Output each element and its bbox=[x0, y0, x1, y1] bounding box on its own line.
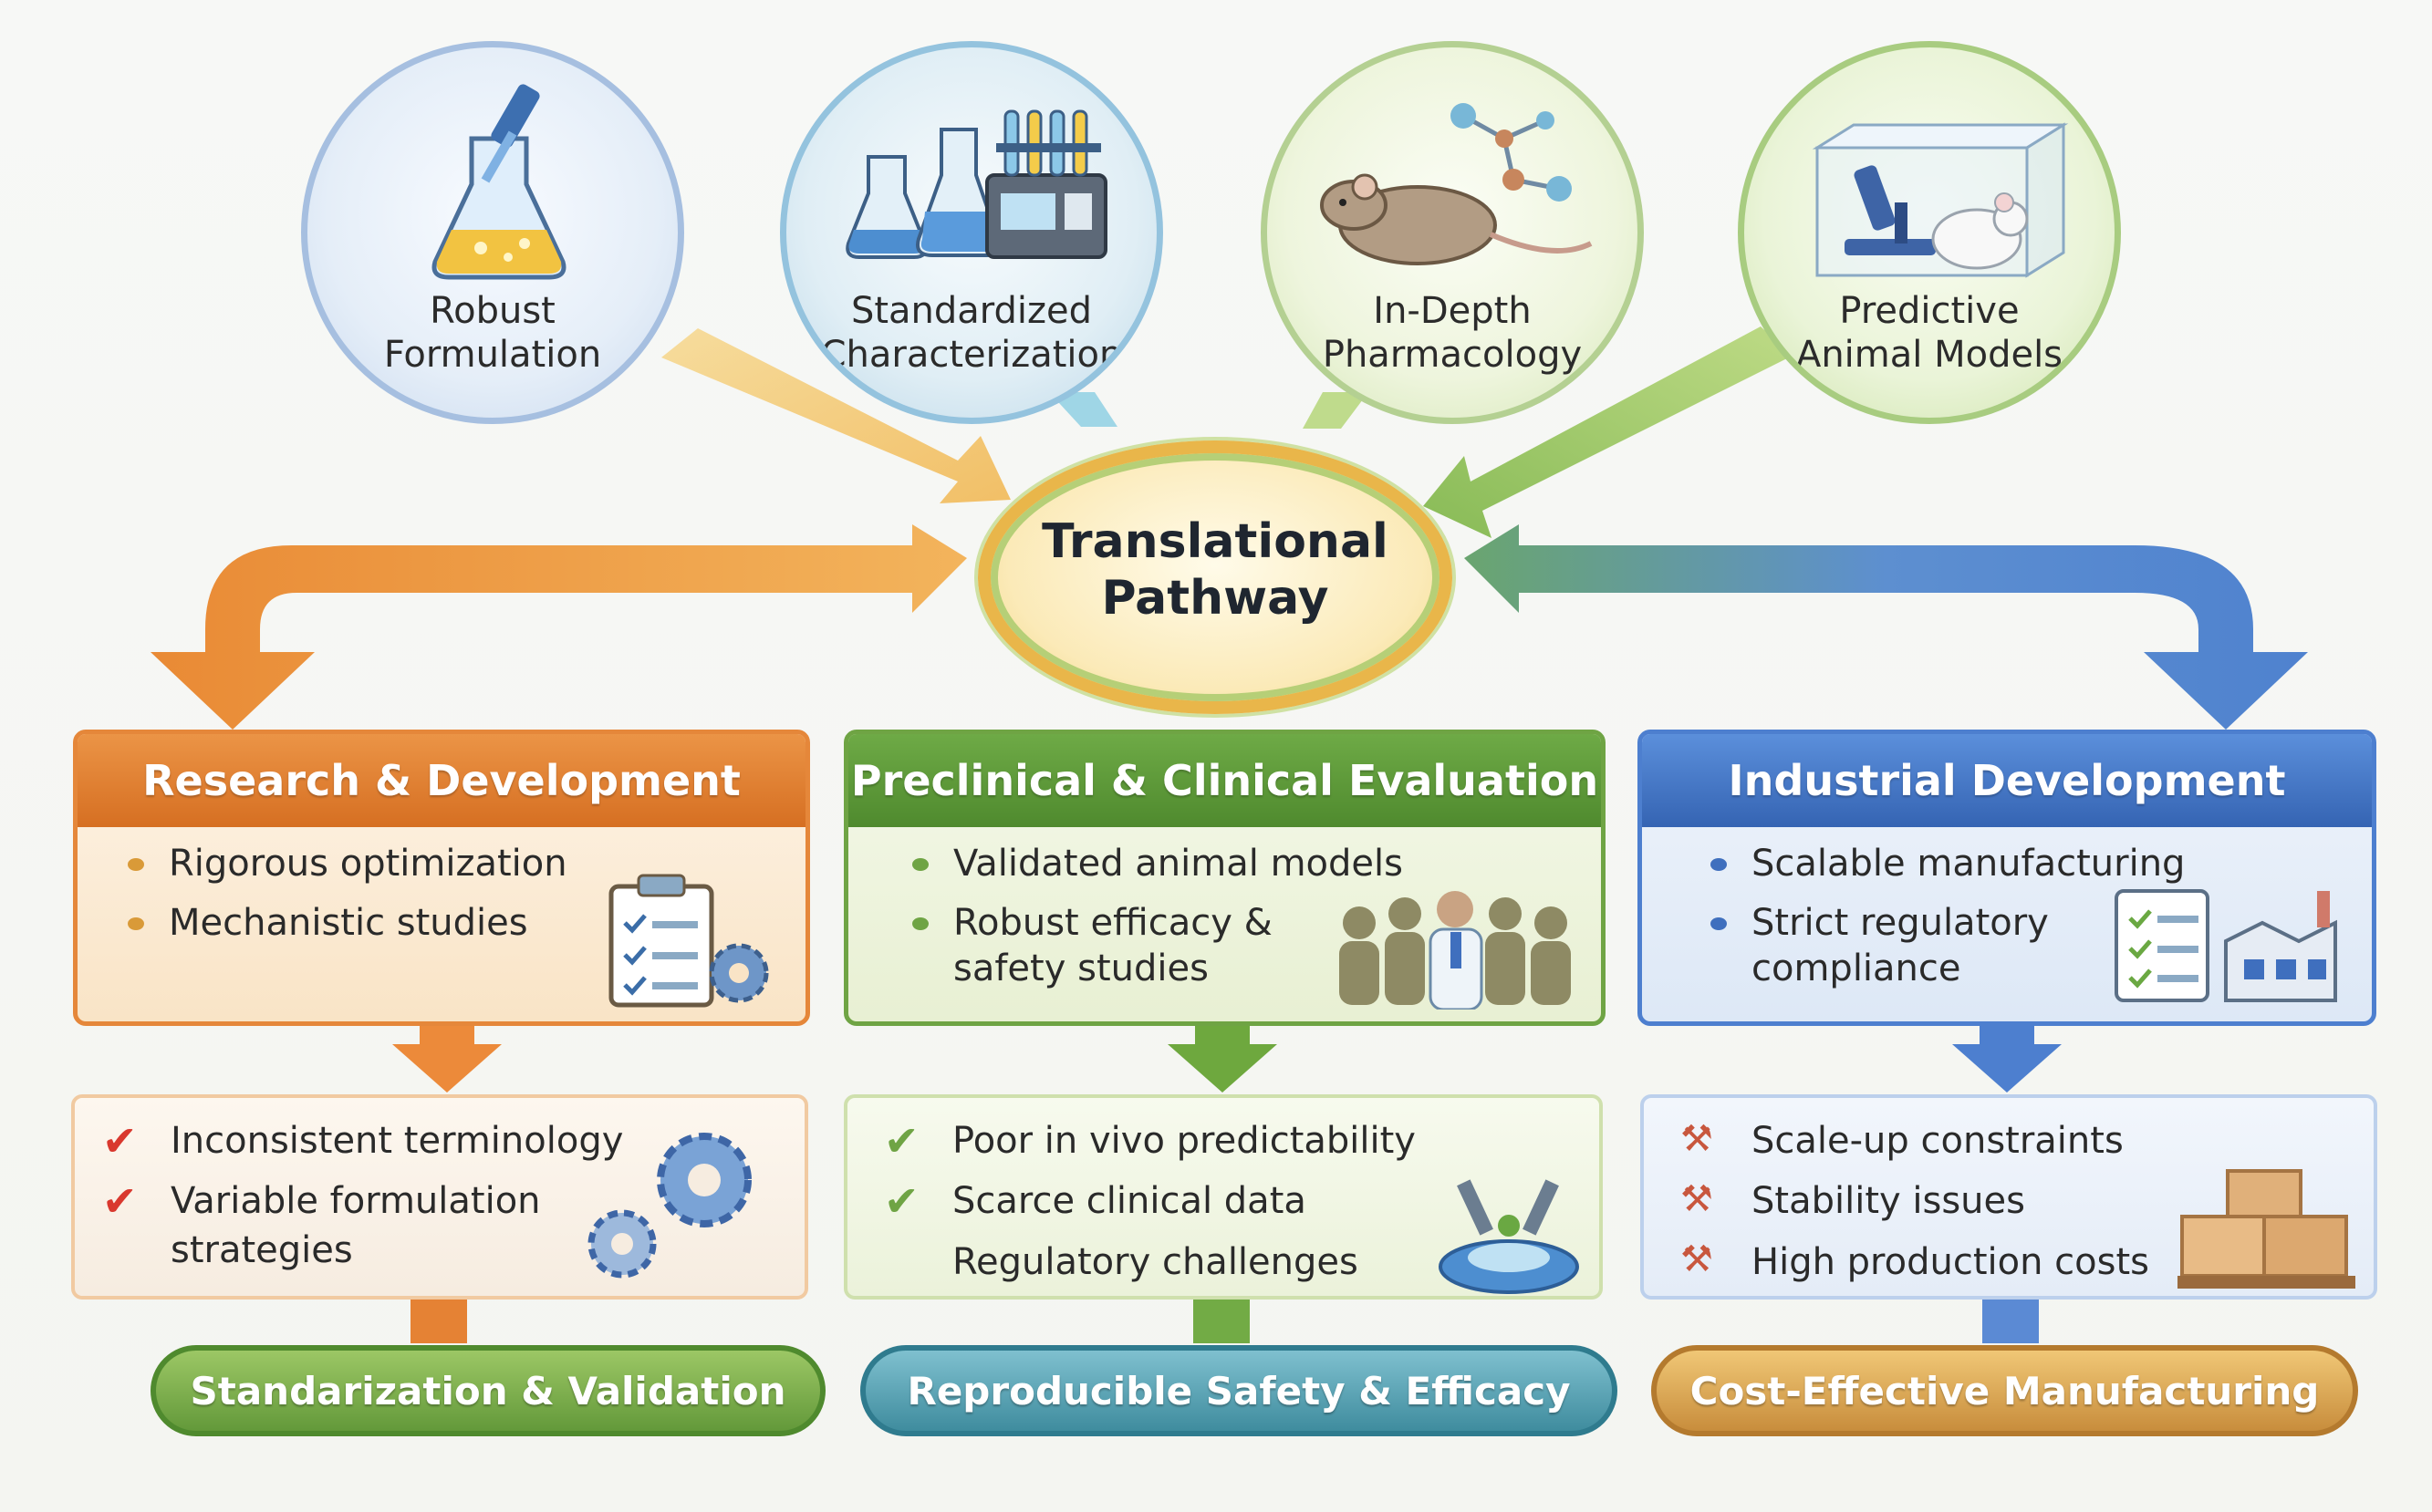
source-title-line2: Pharmacology bbox=[1322, 334, 1583, 376]
arrow-pharmacology bbox=[1303, 392, 1368, 429]
arrow-rnd-down bbox=[392, 1026, 502, 1093]
arrow-characterization bbox=[1049, 392, 1117, 427]
people-group-icon bbox=[1339, 891, 1571, 1010]
source-title-line1: In-Depth bbox=[1373, 290, 1532, 332]
challenges-preclinical-clinical: ✔ Poor in vivo predictability ✔ Scarce c… bbox=[844, 1094, 1603, 1300]
column-title: Preclinical & Clinical Evaluation bbox=[848, 734, 1601, 827]
source-title-line1: Robust bbox=[430, 290, 556, 332]
arrow-to-rnd bbox=[151, 524, 967, 730]
bullet-dot bbox=[912, 917, 929, 930]
warning-tool-icon: ⚒ bbox=[1680, 1178, 1713, 1220]
column-preclinical-clinical: Preclinical & Clinical Evaluation Valida… bbox=[844, 730, 1606, 1026]
check-icon: ✔ bbox=[884, 1116, 920, 1165]
lab-equipment-icon bbox=[846, 109, 1107, 259]
outcome-cost-effective-manufacturing: Cost-Effective Manufacturing bbox=[1651, 1345, 2358, 1436]
bullet-text: safety studies bbox=[953, 948, 1209, 989]
arrow-to-industrial bbox=[1464, 524, 2308, 730]
bullet-text: compliance bbox=[1751, 948, 1961, 989]
column-industrial-development: Industrial Development Scalable manufact… bbox=[1637, 730, 2376, 1026]
microscope-mouse-icon bbox=[1812, 122, 2069, 278]
connector-preclinical bbox=[1193, 1300, 1250, 1343]
check-icon: ✔ bbox=[884, 1176, 920, 1226]
rat-molecule-icon bbox=[1320, 103, 1593, 265]
source-title-line2: Animal Models bbox=[1795, 334, 2063, 376]
check-icon: ✔ bbox=[102, 1176, 138, 1226]
source-robust-formulation: Robust Formulation bbox=[301, 41, 684, 424]
bullet-dot bbox=[1710, 917, 1727, 930]
source-title-line1: Predictive bbox=[1839, 290, 2020, 332]
column-title: Research & Development bbox=[78, 734, 805, 827]
source-title-line2: Formulation bbox=[383, 334, 602, 376]
challenge-text: Variable formulation bbox=[171, 1180, 541, 1222]
column-research-development: Research & Development Rigorous optimiza… bbox=[73, 730, 810, 1026]
source-predictive-animal-models: Predictive Animal Models bbox=[1738, 41, 2121, 424]
challenge-text: strategies bbox=[171, 1229, 353, 1271]
bullet-dot bbox=[1710, 858, 1727, 871]
flask-dropper-icon bbox=[431, 84, 566, 280]
challenge-text: Scarce clinical data bbox=[952, 1180, 1306, 1222]
bullet-dot bbox=[128, 858, 144, 871]
challenge-text: Inconsistent terminology bbox=[171, 1120, 624, 1162]
arrow-animal-models bbox=[1423, 326, 1793, 538]
gears-icon bbox=[587, 1133, 752, 1279]
source-title-line2: Characterization bbox=[820, 334, 1123, 376]
source-standardized-characterization: Standardized Characterization bbox=[780, 41, 1163, 424]
check-icon: ✔ bbox=[102, 1116, 138, 1165]
challenge-text: Scale-up constraints bbox=[1751, 1120, 2124, 1162]
bullet-text: Mechanistic studies bbox=[169, 902, 528, 944]
bullet-text: Rigorous optimization bbox=[169, 843, 567, 885]
hub-title-line1: Translational bbox=[1042, 514, 1388, 569]
outcome-standarization-validation: Standarization & Validation bbox=[151, 1345, 826, 1436]
bullet-dot bbox=[912, 858, 929, 871]
warning-tool-icon: ⚒ bbox=[1680, 1238, 1713, 1280]
challenges-industrial-development: ⚒ Scale-up constraints ⚒ Stability issue… bbox=[1640, 1094, 2377, 1300]
source-in-depth-pharmacology: In-Depth Pharmacology bbox=[1261, 41, 1644, 424]
bullet-text: Validated animal models bbox=[953, 843, 1403, 885]
connector-industrial bbox=[1982, 1300, 2039, 1343]
challenge-text: High production costs bbox=[1751, 1241, 2149, 1283]
arrow-preclinical-down bbox=[1168, 1026, 1277, 1093]
bullet-text: Strict regulatory bbox=[1751, 902, 2049, 944]
challenge-text: Stability issues bbox=[1751, 1180, 2025, 1222]
outcome-reproducible-safety-efficacy: Reproducible Safety & Efficacy bbox=[860, 1345, 1617, 1436]
checklist-factory-icon bbox=[2115, 889, 2337, 1002]
column-title: Industrial Development bbox=[1642, 734, 2372, 827]
bullet-text: Robust efficacy & bbox=[953, 902, 1273, 944]
warning-tool-icon: ⚒ bbox=[1680, 1118, 1713, 1160]
arrow-industrial-down bbox=[1952, 1026, 2062, 1093]
hub-title-line2: Pathway bbox=[1101, 571, 1329, 626]
challenges-research-development: ✔ Inconsistent terminology ✔ Variable fo… bbox=[71, 1094, 808, 1300]
lab-instrument-icon bbox=[1439, 1179, 1579, 1294]
connector-rnd bbox=[411, 1300, 467, 1343]
clipboard-gears-icon bbox=[608, 874, 769, 1008]
bullet-dot bbox=[128, 917, 144, 930]
bullet-text: Scalable manufacturing bbox=[1751, 843, 2186, 885]
source-title-line1: Standardized bbox=[850, 290, 1093, 332]
boxes-pallet-icon bbox=[2177, 1169, 2355, 1289]
translational-pathway-hub: Translational Pathway bbox=[978, 440, 1452, 714]
challenge-text: Poor in vivo predictability bbox=[952, 1120, 1416, 1162]
challenge-text: Regulatory challenges bbox=[952, 1241, 1358, 1283]
arrow-formulation bbox=[661, 328, 1011, 503]
